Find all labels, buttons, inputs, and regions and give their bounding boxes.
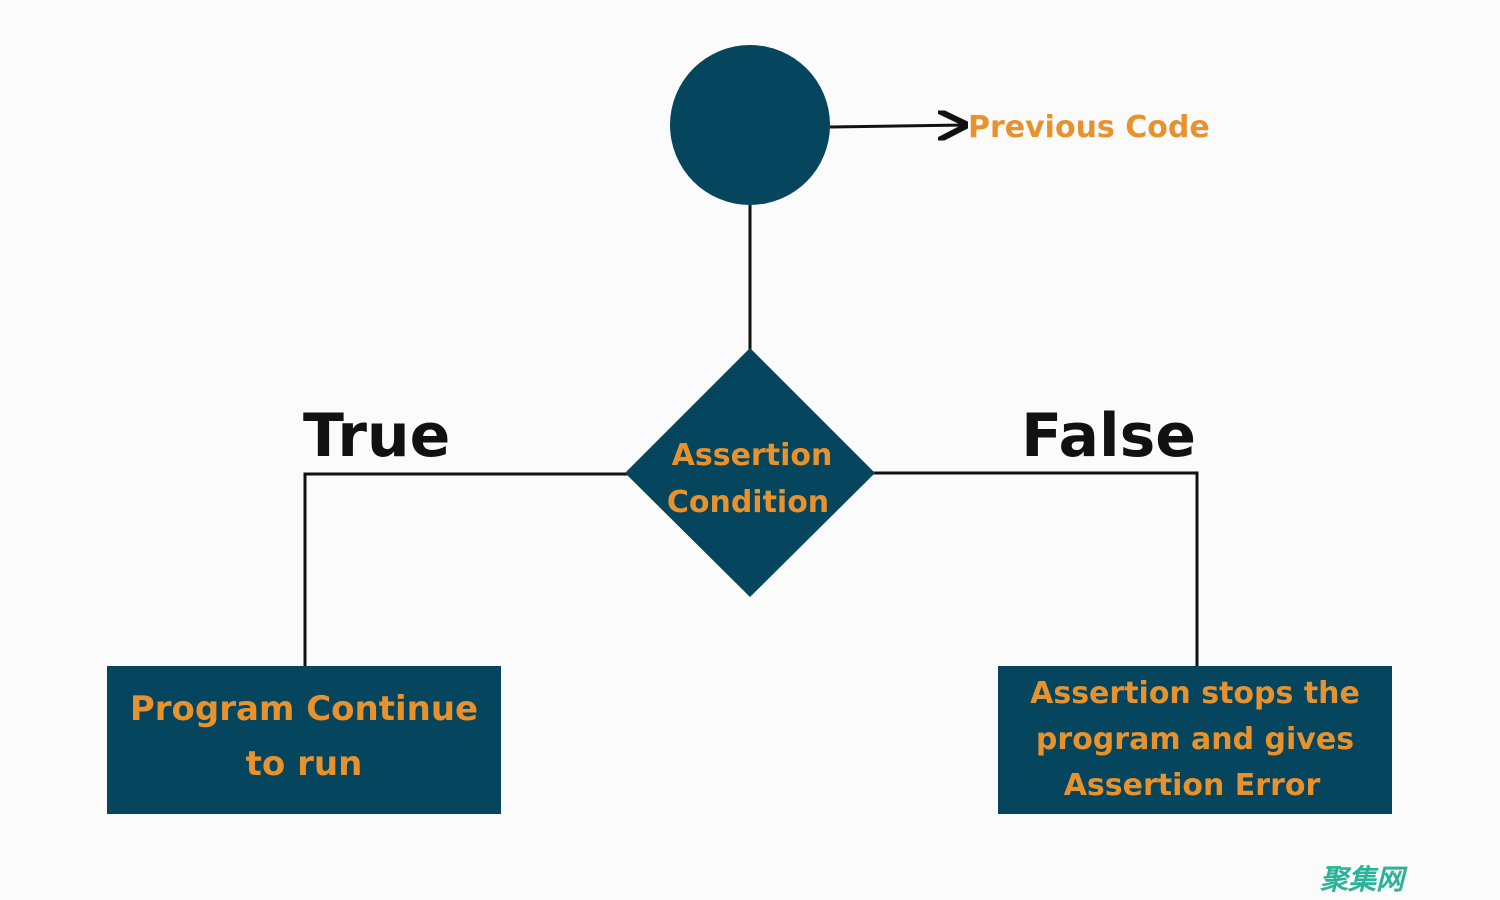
- decision-label-line2: Condition: [667, 485, 829, 520]
- decision-diamond: [625, 348, 875, 597]
- true-outcome-box: [107, 666, 501, 814]
- true-branch-label: True: [303, 401, 450, 471]
- previous-code-label: Previous Code: [968, 110, 1210, 145]
- arrow-to-previous-code: [829, 125, 965, 127]
- connector-false-branch: [872, 471, 1199, 666]
- false-outcome-line2: program and gives: [1036, 722, 1354, 757]
- false-branch-label: False: [1021, 401, 1196, 471]
- decision-label-line1: Assertion: [672, 438, 833, 473]
- watermark: 聚集网: [1319, 863, 1408, 896]
- false-outcome-line3: Assertion Error: [1064, 768, 1321, 803]
- connector-true-branch: [303, 472, 628, 666]
- false-outcome-box: [998, 666, 1392, 814]
- true-outcome-line1: Program Continue: [130, 689, 478, 729]
- start-node-circle: [670, 45, 830, 205]
- true-outcome-line2: to run: [246, 744, 363, 784]
- false-outcome-line1: Assertion stops the: [1030, 676, 1360, 711]
